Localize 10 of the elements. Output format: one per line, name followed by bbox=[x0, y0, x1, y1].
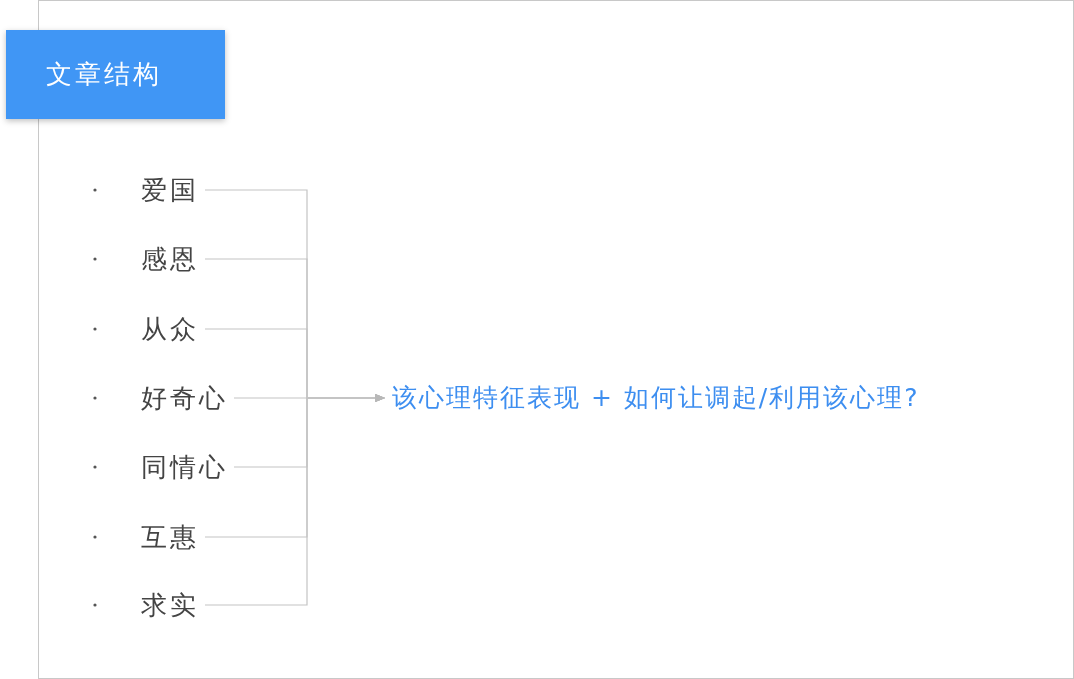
list-item: 同情心 bbox=[141, 450, 228, 484]
list-item: 感恩 bbox=[141, 242, 199, 276]
list-item: 爱国 bbox=[141, 173, 199, 207]
result-text: 该心理特征表现 + 如何让调起/利用该心理? bbox=[392, 381, 920, 415]
heading-tab: 文章结构 bbox=[6, 30, 225, 119]
list-item: 好奇心 bbox=[141, 381, 228, 415]
list-item: 从众 bbox=[141, 312, 199, 346]
list-item: 互惠 bbox=[141, 520, 199, 554]
list-item: 求实 bbox=[141, 588, 199, 622]
bracket-arrow bbox=[204, 394, 385, 606]
